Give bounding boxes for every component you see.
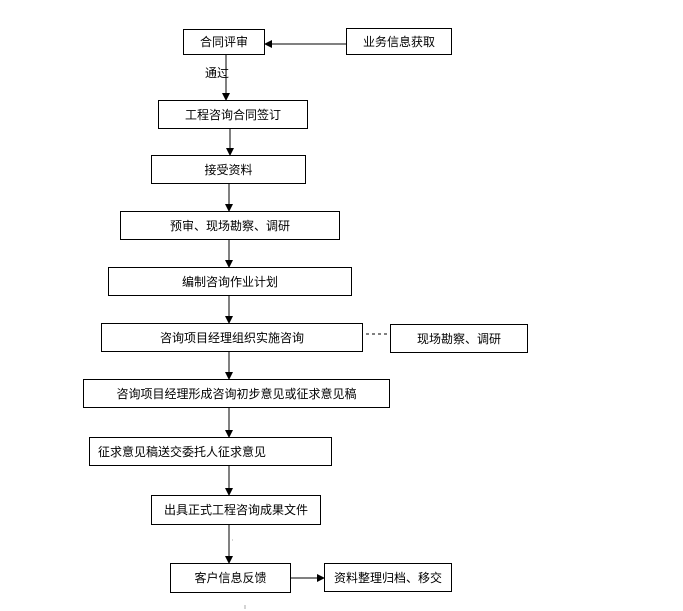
node-pm-draft: 咨询项目经理形成咨询初步意见或征求意见稿: [83, 379, 390, 408]
node-formal-docs: 出具正式工程咨询成果文件: [151, 495, 321, 525]
node-pm-organize: 咨询项目经理组织实施咨询: [101, 323, 363, 352]
node-pre-review: 预审、现场勘察、调研: [120, 211, 340, 240]
node-contract-signing: 工程咨询合同签订: [158, 100, 308, 129]
node-business-info: 业务信息获取: [346, 28, 452, 55]
node-contract-review: 合同评审: [183, 29, 265, 55]
node-receive-materials: 接受资料: [151, 155, 306, 184]
node-customer-feedback: 客户信息反馈: [170, 563, 291, 593]
node-site-survey: 现场勘察、调研: [390, 324, 528, 353]
edge-label-pass: 通过: [205, 66, 230, 80]
node-prepare-plan: 编制咨询作业计划: [108, 267, 352, 296]
node-send-draft: 征求意见稿送交委托人征求意见: [89, 437, 332, 466]
node-archive: 资料整理归档、移交: [324, 563, 452, 592]
